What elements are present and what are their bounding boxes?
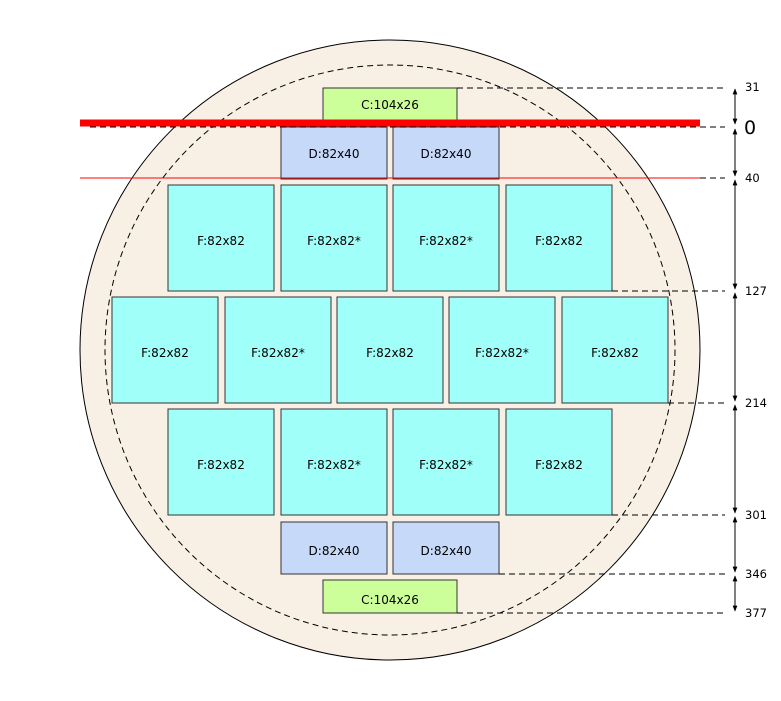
block-f-r3c2: F:82x82* (280, 408, 388, 516)
block-label: F:82x82 (197, 458, 245, 472)
block-label: F:82x82* (307, 234, 361, 248)
block-label: F:82x82 (197, 234, 245, 248)
block-label: F:82x82 (591, 346, 639, 360)
dim-label-377: 377 (745, 606, 767, 620)
dim-label-214: 214 (745, 396, 767, 410)
block-label: D:82x40 (421, 147, 472, 161)
block-f-r1c1: F:82x82 (167, 184, 275, 292)
block-d-bot-2: D:82x40 (392, 521, 500, 575)
block-d-top-1: D:82x40 (280, 126, 388, 180)
block-f-r3c1: F:82x82 (167, 408, 275, 516)
block-f-r1c2: F:82x82* (280, 184, 388, 292)
block-c-bot: C:104x26 (322, 579, 458, 614)
block-label: C:104x26 (361, 98, 419, 112)
wafer-usable-area-dashed (104, 64, 676, 636)
dim-label-31: 31 (745, 80, 760, 94)
block-label: D:82x40 (309, 544, 360, 558)
dim-label-127: 127 (745, 284, 767, 298)
block-label: D:82x40 (421, 544, 472, 558)
block-label: F:82x82* (307, 458, 361, 472)
dim-label-0: 0 (744, 117, 756, 139)
block-f-r2c1: F:82x82 (111, 296, 219, 404)
block-d-top-2: D:82x40 (392, 126, 500, 180)
block-label: F:82x82 (366, 346, 414, 360)
block-f-r2c3: F:82x82 (336, 296, 444, 404)
dim-label-40: 40 (745, 171, 760, 185)
block-f-r2c2: F:82x82* (224, 296, 332, 404)
block-f-r2c4: F:82x82* (448, 296, 556, 404)
block-label: F:82x82 (141, 346, 189, 360)
block-c-top: C:104x26 (322, 87, 458, 122)
block-label: F:82x82* (419, 458, 473, 472)
block-f-r3c4: F:82x82 (505, 408, 613, 516)
block-f-r2c5: F:82x82 (561, 296, 669, 404)
block-f-r1c4: F:82x82 (505, 184, 613, 292)
block-f-r3c3: F:82x82* (392, 408, 500, 516)
block-d-bot-1: D:82x40 (280, 521, 388, 575)
block-label: D:82x40 (309, 147, 360, 161)
block-label: F:82x82 (535, 234, 583, 248)
block-label: F:82x82* (475, 346, 529, 360)
block-label: F:82x82* (251, 346, 305, 360)
block-f-r1c3: F:82x82* (392, 184, 500, 292)
dim-label-346: 346 (745, 567, 767, 581)
block-label: C:104x26 (361, 593, 419, 607)
block-label: F:82x82 (535, 458, 583, 472)
block-label: F:82x82* (419, 234, 473, 248)
dim-label-301: 301 (745, 508, 767, 522)
dimension-extension-lines (90, 87, 725, 614)
